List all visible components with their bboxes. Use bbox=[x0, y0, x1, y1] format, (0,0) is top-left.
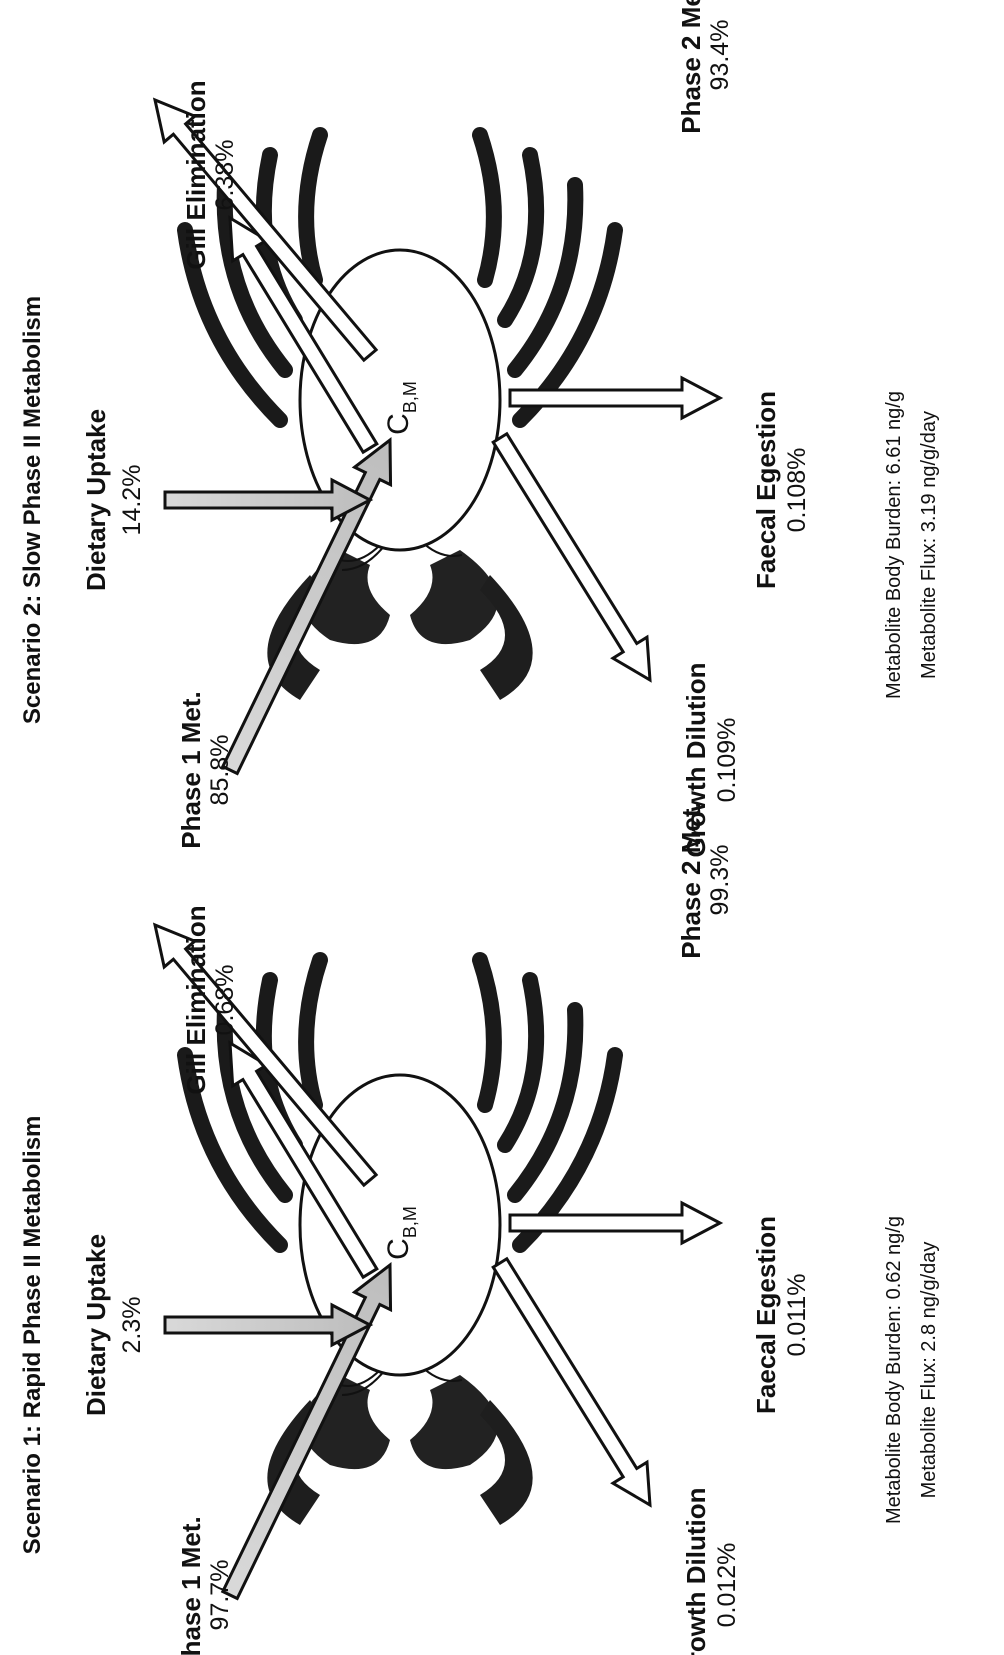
phase1-value: 97.7% bbox=[206, 1560, 234, 1631]
dietary-value: 14.2% bbox=[118, 465, 146, 536]
dietary-label: Dietary Uptake bbox=[81, 1234, 111, 1416]
faecal-value: 0.108% bbox=[783, 448, 811, 533]
phase2-label: Phase 2 Met. bbox=[676, 0, 706, 134]
dietary-value: 2.3% bbox=[118, 1297, 146, 1354]
phase1-value: 85.8% bbox=[206, 735, 234, 806]
scenario-title: Scenario 1: Rapid Phase II Metabolism bbox=[19, 1116, 46, 1555]
phase1-label: Phase 1 Met. bbox=[176, 691, 206, 849]
gill-label: Gill Elimination bbox=[181, 905, 211, 1094]
arrow-dietary-uptake bbox=[165, 1305, 370, 1345]
scenario-title: Scenario 2: Slow Phase II Metabolism bbox=[19, 296, 46, 724]
growth-value: 0.109% bbox=[713, 718, 741, 803]
body-burden: Metabolite Body Burden: 6.61 ng/g bbox=[883, 391, 905, 699]
metabolite-flux: Metabolite Flux: 2.8 ng/g/day bbox=[918, 1242, 940, 1499]
faecal-value: 0.011% bbox=[783, 1274, 811, 1357]
gill-value: 6.38% bbox=[211, 140, 239, 211]
growth-value: 0.012% bbox=[713, 1543, 741, 1628]
growth-label: Growth Dilution bbox=[681, 1488, 711, 1655]
growth-label: Growth Dilution bbox=[681, 663, 711, 858]
arrow-dietary-uptake bbox=[165, 480, 370, 520]
faecal-label: Faecal Egestion bbox=[751, 391, 781, 589]
gill-label: Gill Elimination bbox=[181, 80, 211, 269]
body-burden: Metabolite Body Burden: 0.62 ng/g bbox=[883, 1216, 905, 1524]
metabolite-flux: Metabolite Flux: 3.19 ng/g/day bbox=[918, 411, 940, 679]
gill-value: 0.68% bbox=[211, 965, 239, 1036]
phase1-label: Phase 1 Met. bbox=[176, 1516, 206, 1655]
phase2-value: 93.4% bbox=[706, 20, 734, 91]
dietary-label: Dietary Uptake bbox=[81, 409, 111, 591]
faecal-label: Faecal Egestion bbox=[751, 1216, 781, 1414]
